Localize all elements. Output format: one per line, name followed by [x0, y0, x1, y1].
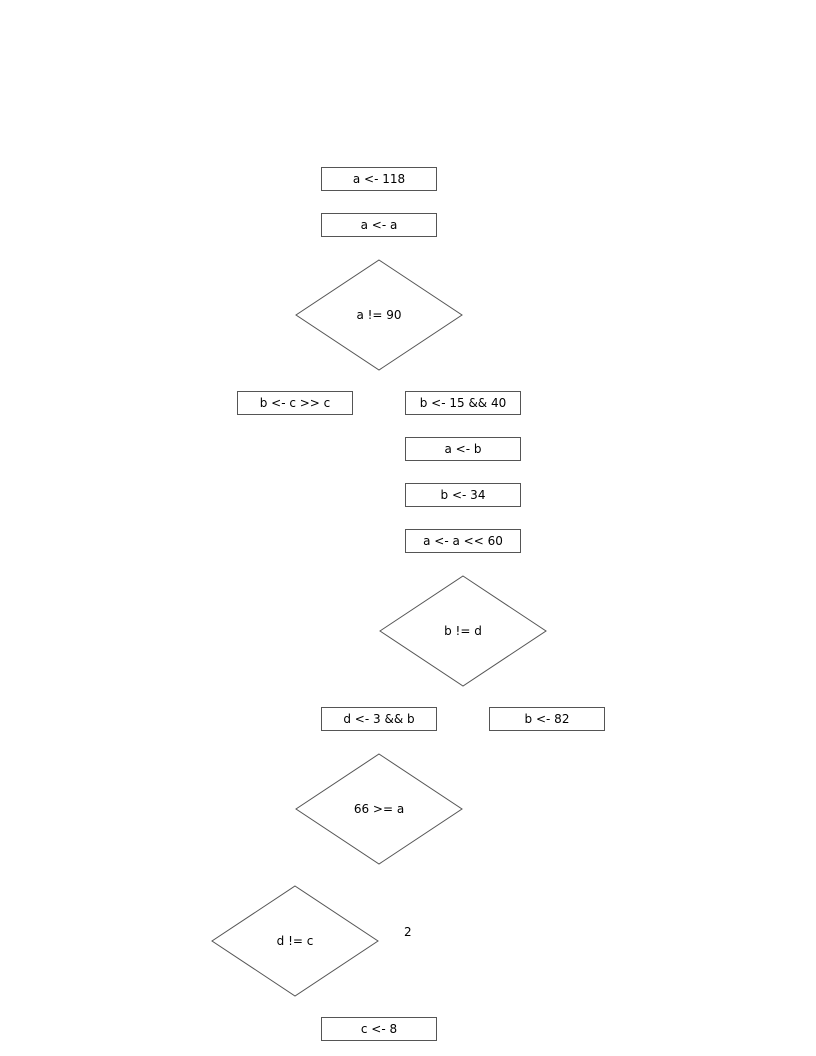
decision-66-ge-a-label: 66 >= a — [353, 802, 405, 816]
decision-a-ne-90-shape — [295, 259, 463, 371]
decision-66-ge-a-shape — [295, 753, 463, 865]
box-a-assign-a-shift-60: a <- a << 60 — [405, 529, 521, 553]
box-b-assign-c-shift-c: b <- c >> c — [237, 391, 353, 415]
box-a-assign-a: a <- a — [321, 213, 437, 237]
decision-a-ne-90-label: a != 90 — [356, 308, 402, 322]
decision-b-ne-d-shape — [379, 575, 547, 687]
decision-66-ge-a: 66 >= a — [295, 753, 463, 865]
box-a-assign-118: a <- 118 — [321, 167, 437, 191]
decision-a-ne-90: a != 90 — [295, 259, 463, 371]
decision-d-ne-c: d != c — [211, 885, 379, 997]
box-b-assign-15-and-40: b <- 15 && 40 — [405, 391, 521, 415]
label-two: 2 — [404, 925, 412, 939]
box-b-assign-34: b <- 34 — [405, 483, 521, 507]
box-c-assign-8: c <- 8 — [321, 1017, 437, 1041]
decision-d-ne-c-shape — [211, 885, 379, 997]
box-b-assign-82: b <- 82 — [489, 707, 605, 731]
decision-b-ne-d: b != d — [379, 575, 547, 687]
box-d-assign-3-and-b: d <- 3 && b — [321, 707, 437, 731]
box-a-assign-b: a <- b — [405, 437, 521, 461]
decision-b-ne-d-label: b != d — [444, 624, 482, 638]
decision-d-ne-c-label: d != c — [276, 934, 314, 948]
